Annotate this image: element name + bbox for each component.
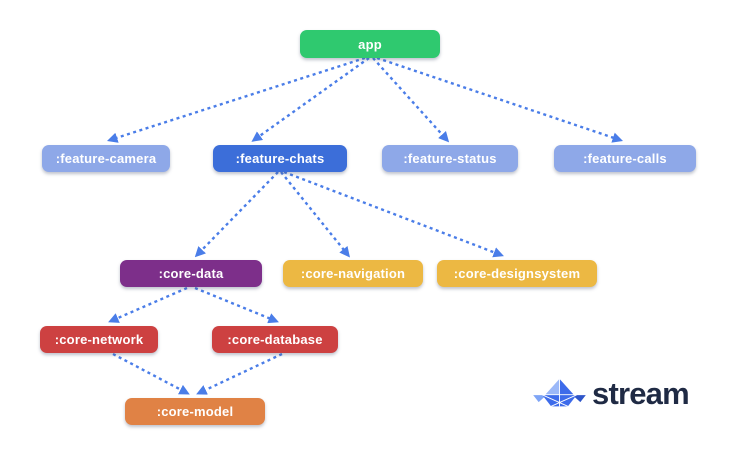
node-label: :core-designsystem <box>453 266 581 281</box>
node-label: :feature-chats <box>235 151 325 166</box>
edge-core-network-to-core-model <box>112 352 190 395</box>
node-core-model: :core-model <box>125 398 265 425</box>
node-core-database: :core-database <box>212 326 338 353</box>
node-feature-status: :feature-status <box>382 145 518 172</box>
edge-app-to-feature-calls <box>376 56 624 143</box>
node-label: :feature-camera <box>55 151 157 166</box>
node-label: :core-model <box>156 404 234 419</box>
node-label: :core-navigation <box>300 266 406 281</box>
node-core-data: :core-data <box>120 260 262 287</box>
stream-wordmark: stream <box>592 375 690 411</box>
edge-app-to-feature-chats <box>251 57 370 142</box>
node-core-network: :core-network <box>40 326 158 353</box>
node-feature-calls: :feature-calls <box>554 145 696 172</box>
edge-app-to-feature-camera <box>106 56 366 143</box>
edge-feature-chats-to-core-data <box>194 171 279 258</box>
node-label: app <box>358 36 382 52</box>
node-label: :feature-calls <box>583 151 667 166</box>
edge-feature-chats-to-core-designsystem <box>283 170 504 258</box>
edge-feature-chats-to-core-navigation <box>280 171 350 258</box>
node-feature-chats: :feature-chats <box>213 145 347 172</box>
node-app: app <box>300 30 440 58</box>
node-core-designsystem: :core-designsystem <box>437 260 597 287</box>
edge-core-database-to-core-model <box>196 352 283 395</box>
node-label: :feature-status <box>403 151 497 166</box>
paper-boat-icon <box>532 378 587 407</box>
node-feature-camera: :feature-camera <box>42 145 170 172</box>
edge-core-data-to-core-network <box>108 286 188 323</box>
node-label: :core-data <box>158 266 224 281</box>
edge-core-data-to-core-database <box>194 286 279 324</box>
node-label: :core-network <box>54 332 144 347</box>
node-label: :core-database <box>227 332 323 347</box>
stream-logo: stream <box>532 375 690 411</box>
edge-app-to-feature-status <box>372 57 450 143</box>
node-core-navigation: :core-navigation <box>283 260 423 287</box>
